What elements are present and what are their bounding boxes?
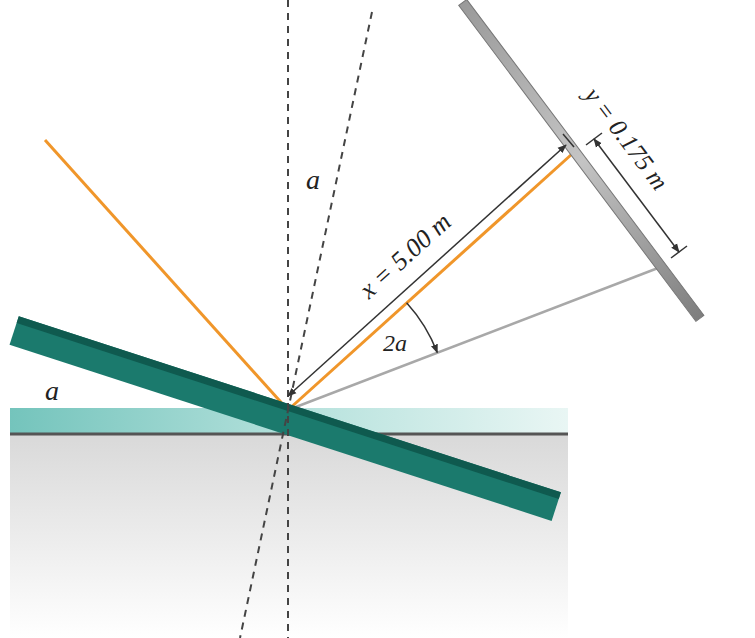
x-dimension	[288, 145, 566, 396]
rotated-ray	[288, 268, 658, 410]
reflected-ray	[288, 154, 572, 410]
dimension-tick	[563, 134, 574, 147]
dimension-tick	[671, 246, 687, 258]
angle-arc	[407, 303, 438, 353]
dimension-label: x = 5.00 m	[354, 209, 455, 304]
angle-label: a	[306, 166, 320, 194]
dimension-tick	[586, 133, 602, 145]
angle-label: 2a	[383, 331, 407, 355]
tilted-normal	[240, 12, 372, 638]
mirror	[10, 316, 561, 521]
vertical-normal	[287, 0, 289, 638]
screen	[459, 0, 704, 321]
angle-label: a	[45, 377, 59, 405]
